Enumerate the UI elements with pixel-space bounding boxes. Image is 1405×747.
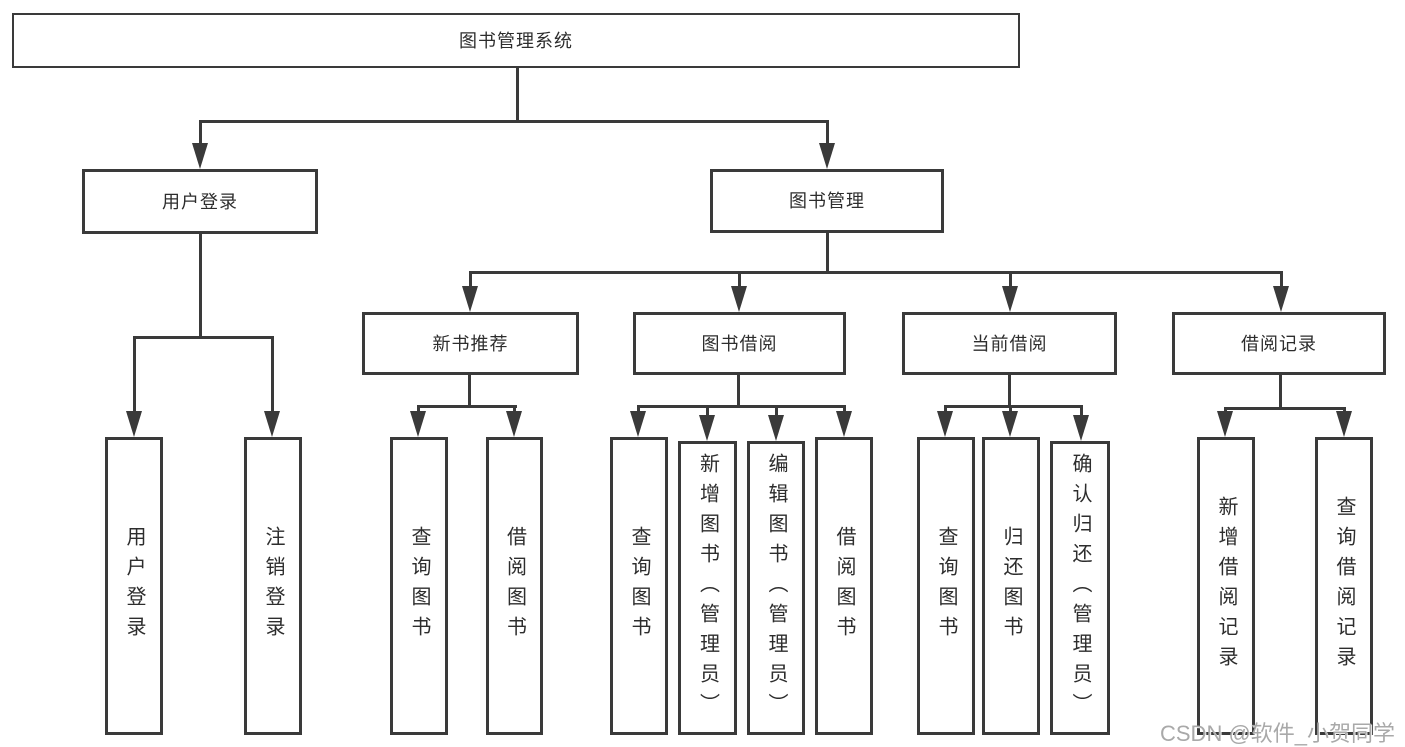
node-new-book-recommend-label: 新书推荐: [432, 333, 509, 354]
connector-line: [738, 271, 741, 289]
connector-line: [637, 405, 846, 408]
connector-line: [826, 120, 829, 148]
connector-line: [513, 405, 516, 415]
arrow-down-icon: [1073, 415, 1089, 441]
node-user-login-branch: 用户登录: [82, 169, 318, 234]
arrow-down-icon: [1002, 411, 1018, 437]
connector-line: [271, 336, 274, 414]
connector-line: [133, 336, 136, 414]
connector-line: [1280, 271, 1283, 289]
node-new-book-recommend: 新书推荐: [362, 312, 579, 375]
arrow-down-icon: [1002, 286, 1018, 312]
connector-line: [1279, 375, 1282, 410]
connector-line: [417, 405, 517, 408]
node-book-management: 图书管理: [710, 169, 944, 233]
connector-line: [1008, 375, 1011, 408]
arrow-down-icon: [768, 415, 784, 441]
connector-line: [637, 405, 640, 415]
leaf-nbr-query-books-label: 查询图书: [408, 526, 430, 646]
connector-line: [843, 405, 846, 415]
arrow-down-icon: [1273, 286, 1289, 312]
arrow-down-icon: [937, 411, 953, 437]
connector-line: [469, 271, 1283, 274]
arrow-down-icon: [819, 143, 835, 169]
leaf-logout: 注销登录: [244, 437, 302, 735]
node-book-borrowing-label: 图书借阅: [701, 333, 778, 354]
leaf-br-query-record-label: 查询借阅记录: [1333, 496, 1355, 676]
leaf-nbr-borrow-books-label: 借阅图书: [503, 526, 526, 646]
arrow-down-icon: [1336, 411, 1352, 437]
node-root-label: 图书管理系统: [459, 30, 573, 51]
connector-line: [199, 120, 829, 123]
leaf-bb-borrow-books-label: 借阅图书: [833, 526, 855, 646]
connector-line: [417, 405, 420, 415]
connector-line: [706, 405, 709, 417]
connector-line: [826, 233, 829, 273]
leaf-bb-borrow-books: 借阅图书: [815, 437, 873, 735]
connector-line: [469, 271, 472, 289]
connector-line: [775, 405, 778, 417]
leaf-bb-query-books-label: 查询图书: [628, 526, 650, 646]
arrow-down-icon: [630, 411, 646, 437]
connector-line: [1009, 271, 1012, 289]
leaf-cb-query-books-label: 查询图书: [935, 526, 957, 646]
connector-line: [1009, 405, 1012, 415]
leaf-cb-query-books: 查询图书: [917, 437, 975, 735]
leaf-br-add-record-label: 新增借阅记录: [1215, 496, 1237, 676]
node-current-borrowing-label: 当前借阅: [971, 333, 1048, 354]
arrow-down-icon: [264, 411, 280, 437]
connector-line: [944, 405, 947, 415]
arrow-down-icon: [699, 415, 715, 441]
node-borrowing-records-label: 借阅记录: [1241, 333, 1317, 354]
connector-line: [133, 336, 274, 339]
leaf-bb-edit-books-label: 编辑图书（管理员）: [765, 453, 787, 723]
leaf-cb-return-books: 归还图书: [982, 437, 1040, 735]
connector-line: [737, 375, 740, 408]
leaf-cb-confirm-return: 确认归还（管理员）: [1050, 441, 1110, 735]
arrow-down-icon: [506, 411, 522, 437]
node-book-borrowing: 图书借阅: [633, 312, 846, 375]
connector-line: [1224, 407, 1346, 410]
leaf-bb-add-books: 新增图书（管理员）: [678, 441, 737, 735]
leaf-bb-query-books: 查询图书: [610, 437, 668, 735]
arrow-down-icon: [126, 411, 142, 437]
leaf-br-query-record: 查询借阅记录: [1315, 437, 1373, 735]
connector-line: [199, 120, 202, 148]
node-borrowing-records: 借阅记录: [1172, 312, 1386, 375]
arrow-down-icon: [410, 411, 426, 437]
leaf-nbr-borrow-books: 借阅图书: [486, 437, 543, 735]
node-user-login-branch-label: 用户登录: [162, 191, 238, 212]
arrow-down-icon: [462, 286, 478, 312]
csdn-watermark: CSDN @软件_小贺同学: [1160, 721, 1396, 746]
connector-line: [199, 234, 202, 336]
arrow-down-icon: [731, 286, 747, 312]
connector-line: [1080, 405, 1083, 417]
leaf-cb-return-books-label: 归还图书: [1000, 526, 1022, 646]
leaf-user-login: 用户登录: [105, 437, 163, 735]
leaf-bb-add-books-label: 新增图书（管理员）: [696, 453, 719, 723]
leaf-br-add-record: 新增借阅记录: [1197, 437, 1255, 735]
node-book-management-label: 图书管理: [789, 191, 865, 211]
connector-line: [944, 405, 1083, 408]
leaf-cb-confirm-return-label: 确认归还（管理员）: [1069, 453, 1091, 723]
arrow-down-icon: [192, 143, 208, 169]
leaf-logout-label: 注销登录: [262, 526, 284, 646]
connector-line: [468, 375, 471, 408]
arrow-down-icon: [836, 411, 852, 437]
arrow-down-icon: [1217, 411, 1233, 437]
leaf-user-login-label: 用户登录: [123, 526, 145, 646]
node-current-borrowing: 当前借阅: [902, 312, 1117, 375]
connector-line: [516, 68, 519, 121]
node-root: 图书管理系统: [12, 13, 1020, 68]
leaf-nbr-query-books: 查询图书: [390, 437, 448, 735]
leaf-bb-edit-books: 编辑图书（管理员）: [747, 441, 805, 735]
